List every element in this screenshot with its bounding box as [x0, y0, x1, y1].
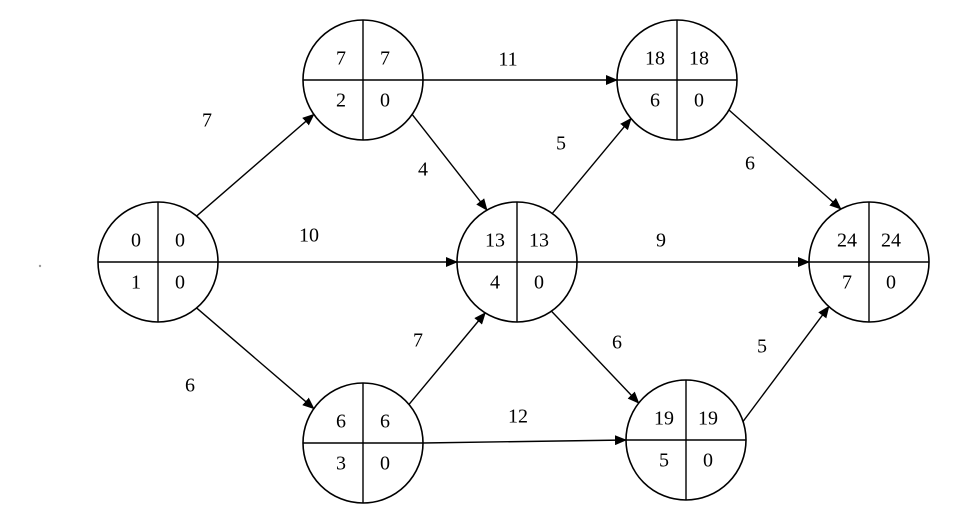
node-earliest-start: 6: [336, 411, 346, 433]
node-slack: 0: [175, 272, 185, 294]
edge-label-n2-n6: 11: [498, 49, 517, 71]
node-3: 6 6 3 0: [302, 382, 424, 504]
edge-arrow-n5-n7: [742, 305, 830, 422]
node-4: 13 13 4 0: [456, 201, 578, 323]
edge-label-n4-n6: 5: [556, 133, 566, 155]
edge-label-n1-n2: 7: [202, 110, 212, 132]
edge-arrow-n3-n4: [408, 312, 486, 405]
edge-arrow-n1-n2: [196, 113, 315, 217]
node-earliest-start: 7: [336, 48, 346, 70]
node-earliest-start: 18: [645, 48, 665, 70]
node-number: 3: [336, 453, 346, 475]
edge-label-n2-n4: 4: [418, 159, 428, 181]
edge-arrow-n4-n5: [550, 310, 640, 404]
node-latest-start: 19: [698, 408, 718, 430]
node-latest-start: 0: [175, 230, 185, 252]
node-number: 6: [650, 90, 660, 112]
node-number: 4: [490, 272, 500, 294]
node-slack: 0: [380, 453, 390, 475]
edge-arrow-n4-n6: [551, 117, 632, 214]
node-6: 18 18 6 0: [616, 19, 738, 141]
node-earliest-start: 13: [485, 230, 505, 252]
node-number: 7: [842, 272, 852, 294]
node-slack: 0: [534, 272, 544, 294]
node-slack: 0: [694, 90, 704, 112]
node-slack: 0: [886, 272, 896, 294]
edge-label-n3-n4: 7: [413, 330, 423, 352]
node-latest-start: 13: [529, 230, 549, 252]
node-latest-start: 7: [380, 48, 390, 70]
node-latest-start: 24: [881, 230, 901, 252]
edge-label-n5-n7: 5: [757, 336, 767, 358]
edge-arrow-n6-n7: [728, 109, 842, 210]
node-number: 5: [659, 450, 669, 472]
node-earliest-start: 0: [131, 230, 141, 252]
edge-label-n1-n4: 10: [299, 225, 319, 247]
edge-label-n6-n7: 6: [745, 153, 755, 175]
edge-label-n3-n5: 12: [508, 406, 528, 428]
edge-label-n4-n5: 6: [612, 332, 622, 354]
node-1: 0 0 1 0: [97, 201, 219, 323]
node-7: 24 24 7 0: [808, 201, 930, 323]
scan-speck: [38, 264, 42, 268]
node-slack: 0: [380, 90, 390, 112]
edge-arrow-n3-n5: [422, 435, 627, 446]
edge-arrow-n2-n4: [411, 113, 488, 211]
node-slack: 0: [703, 450, 713, 472]
edge-label-n4-n7: 9: [656, 230, 666, 252]
node-5: 19 19 5 0: [625, 379, 747, 501]
edge-labels-layer: 7 10 6 11 4 7 12 5 9 6 6 5: [185, 49, 767, 428]
node-number: 1: [131, 272, 141, 294]
edges-layer: [196, 75, 842, 446]
edge-arrow-n1-n3: [196, 307, 315, 410]
node-earliest-start: 19: [654, 408, 674, 430]
edge-label-n1-n3: 6: [185, 375, 195, 397]
node-earliest-start: 24: [837, 230, 857, 252]
node-latest-start: 6: [380, 411, 390, 433]
node-latest-start: 18: [689, 48, 709, 70]
node-2: 7 7 2 0: [302, 19, 424, 141]
node-number: 2: [336, 90, 346, 112]
